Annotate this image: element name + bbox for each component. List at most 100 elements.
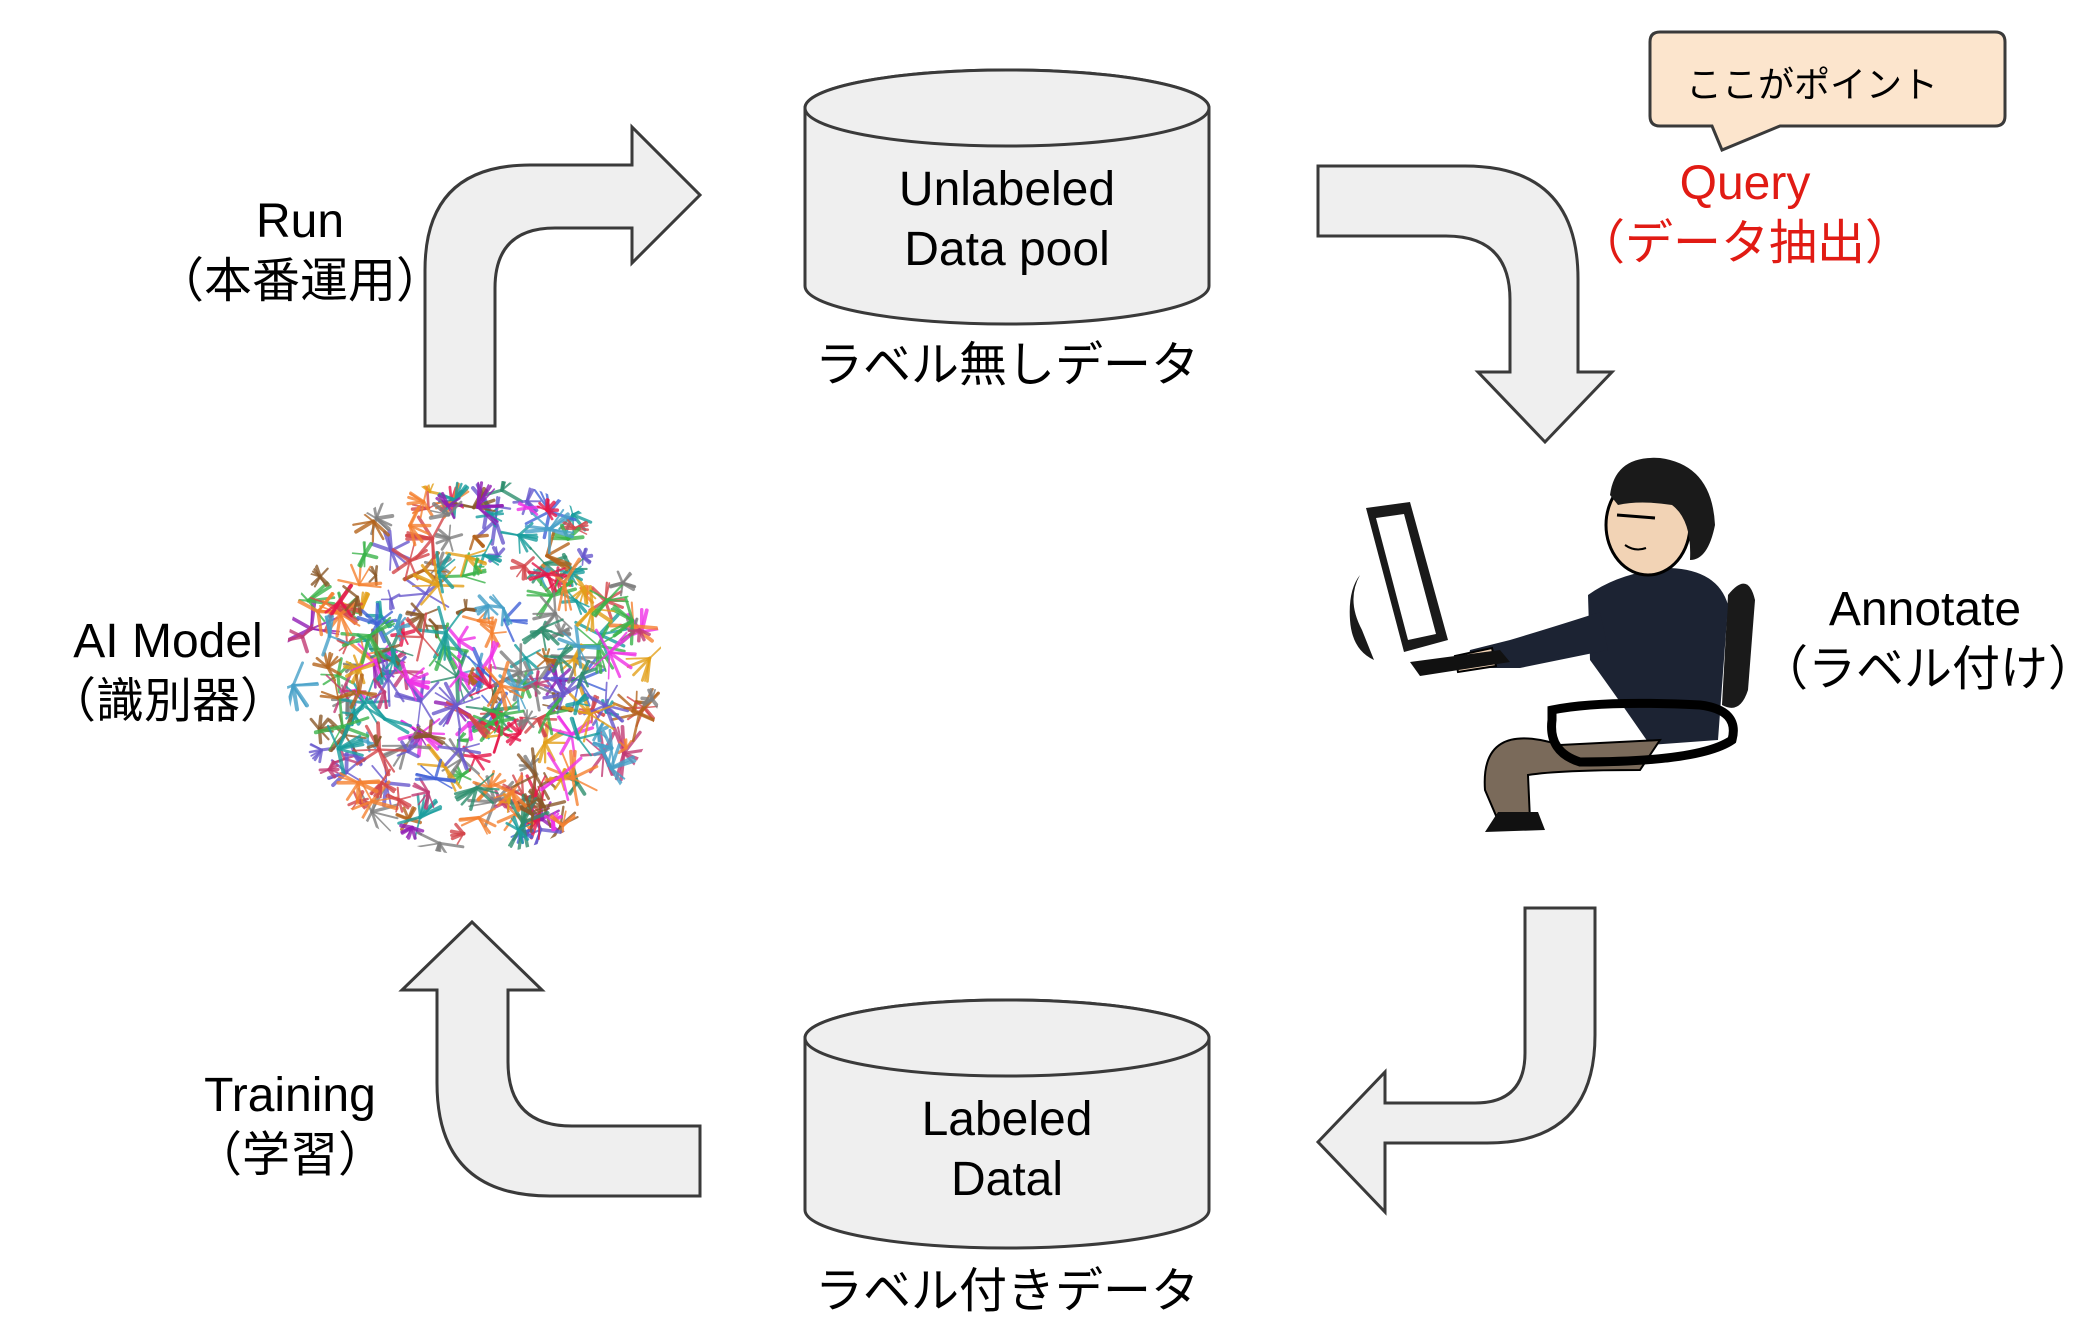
sphere-starburst (449, 822, 466, 845)
sphere-starburst (640, 688, 661, 709)
sphere-starburst (336, 772, 381, 805)
sphere-starburst (505, 815, 532, 844)
sphere-starburst (419, 479, 443, 496)
sphere-starburst (479, 618, 507, 649)
sphere-starburst (324, 583, 354, 619)
sphere-starburst (408, 506, 432, 547)
sphere-starburst (592, 728, 615, 767)
sphere-starburst (435, 550, 456, 594)
sphere-starburst (475, 481, 505, 526)
unlabeled-data-cylinder (803, 68, 1211, 326)
training-label-en: Training (204, 1069, 376, 1122)
sphere-starburst (536, 498, 560, 521)
sphere-starburst (468, 533, 489, 551)
person-at-computer-icon (1349, 457, 1755, 832)
sphere-starburst (493, 774, 528, 813)
sphere-starburst (536, 647, 559, 671)
sphere-starburst (583, 681, 629, 729)
sphere-starburst (431, 681, 481, 731)
run-label: Run （本番運用） (150, 192, 450, 312)
sphere-starburst (381, 647, 399, 672)
sphere-starburst (368, 565, 379, 586)
sphere-starburst (417, 605, 465, 661)
sphere-starburst (472, 557, 485, 577)
query-label-en: Query (1679, 157, 1811, 210)
sphere-starburst (478, 479, 524, 504)
sphere-starburst (458, 807, 497, 835)
sphere-starburst (516, 709, 537, 730)
sphere-starburst (319, 680, 357, 700)
sphere-starburst (383, 613, 411, 642)
sphere-starburst (627, 628, 651, 643)
sphere-starburst (397, 612, 439, 662)
sphere-starburst (570, 659, 597, 689)
sphere-starburst (589, 628, 637, 680)
labeled-data-label-1: Labeled (921, 1093, 1093, 1146)
unlabeled-data-label: Unlabeled Data pool (850, 160, 1164, 280)
sphere-starburst (437, 727, 482, 771)
sphere-starburst (474, 594, 503, 620)
sphere-starburst (340, 616, 395, 665)
sphere-starburst (308, 743, 336, 764)
sphere-starburst (286, 624, 316, 654)
sphere-starburst (539, 752, 583, 802)
sphere-starburst (434, 524, 464, 552)
sphere-starburst (510, 747, 551, 804)
sphere-starburst (351, 541, 379, 568)
sphere-starburst (411, 559, 465, 611)
sphere-starburst (406, 485, 434, 519)
sphere-starburst (575, 585, 616, 633)
sphere-starburst (393, 661, 431, 702)
sphere-starburst (617, 738, 632, 755)
annotate-arrow (1315, 906, 1597, 1216)
ai-model-label: AI Model （識別器） (48, 612, 288, 732)
sphere-starburst (608, 570, 637, 597)
sphere-starburst (385, 786, 412, 813)
sphere-starburst (413, 719, 446, 745)
sphere-starburst (453, 772, 500, 811)
sphere-starburst (318, 760, 340, 779)
labeled-data-caption: ラベル付きデータ (814, 1265, 1199, 1318)
sphere-starburst (396, 739, 420, 759)
labeled-data-label-2: Datal (950, 1153, 1064, 1206)
sphere-starburst (577, 547, 594, 566)
sphere-starburst (489, 594, 513, 627)
sphere-starburst (368, 677, 389, 710)
run-arrow (423, 123, 703, 428)
unlabeled-data-label-2: Data pool (904, 223, 1110, 276)
run-label-ja: （本番運用） (155, 255, 444, 308)
sphere-starburst (414, 758, 457, 789)
sphere-starburst (349, 673, 378, 709)
training-arrow (398, 919, 702, 1198)
sphere-starburst (308, 564, 330, 588)
sphere-starburst (527, 562, 568, 593)
query-label-ja: （データ抽出） (1576, 217, 1913, 270)
training-label: Training （学習） (140, 1066, 440, 1186)
sphere-starburst (380, 589, 401, 611)
labeled-data-label: Labeled Datal (850, 1090, 1164, 1210)
sphere-starburst (542, 673, 583, 715)
sphere-starburst (360, 696, 413, 735)
sphere-starburst (589, 584, 629, 618)
sphere-starburst (326, 724, 365, 776)
unlabeled-data-caption: ラベル無しデータ (814, 339, 1199, 392)
sphere-starburst (521, 618, 564, 652)
ai-model-label-en: AI Model (73, 615, 263, 668)
sphere-starburst (549, 810, 576, 842)
ai-model-label-ja: （識別器） (48, 675, 289, 728)
query-label: Query （データ抽出） (1575, 154, 1915, 274)
sphere-starburst (483, 660, 526, 711)
unlabeled-data-label-1: Unlabeled (898, 163, 1116, 216)
sphere-starburst (399, 823, 425, 840)
query-arrow (1316, 164, 1616, 445)
annotate-label: Annotate （ラベル付け） (1760, 580, 2096, 700)
sphere-starburst (500, 522, 539, 554)
sphere-starburst (342, 585, 363, 617)
sphere-starburst (312, 651, 342, 682)
callout-bubble (1648, 30, 2007, 152)
sphere-starburst (533, 721, 566, 764)
annotate-label-en: Annotate (1828, 583, 2022, 636)
sphere-starburst (543, 643, 574, 674)
sphere-starburst (482, 699, 525, 736)
